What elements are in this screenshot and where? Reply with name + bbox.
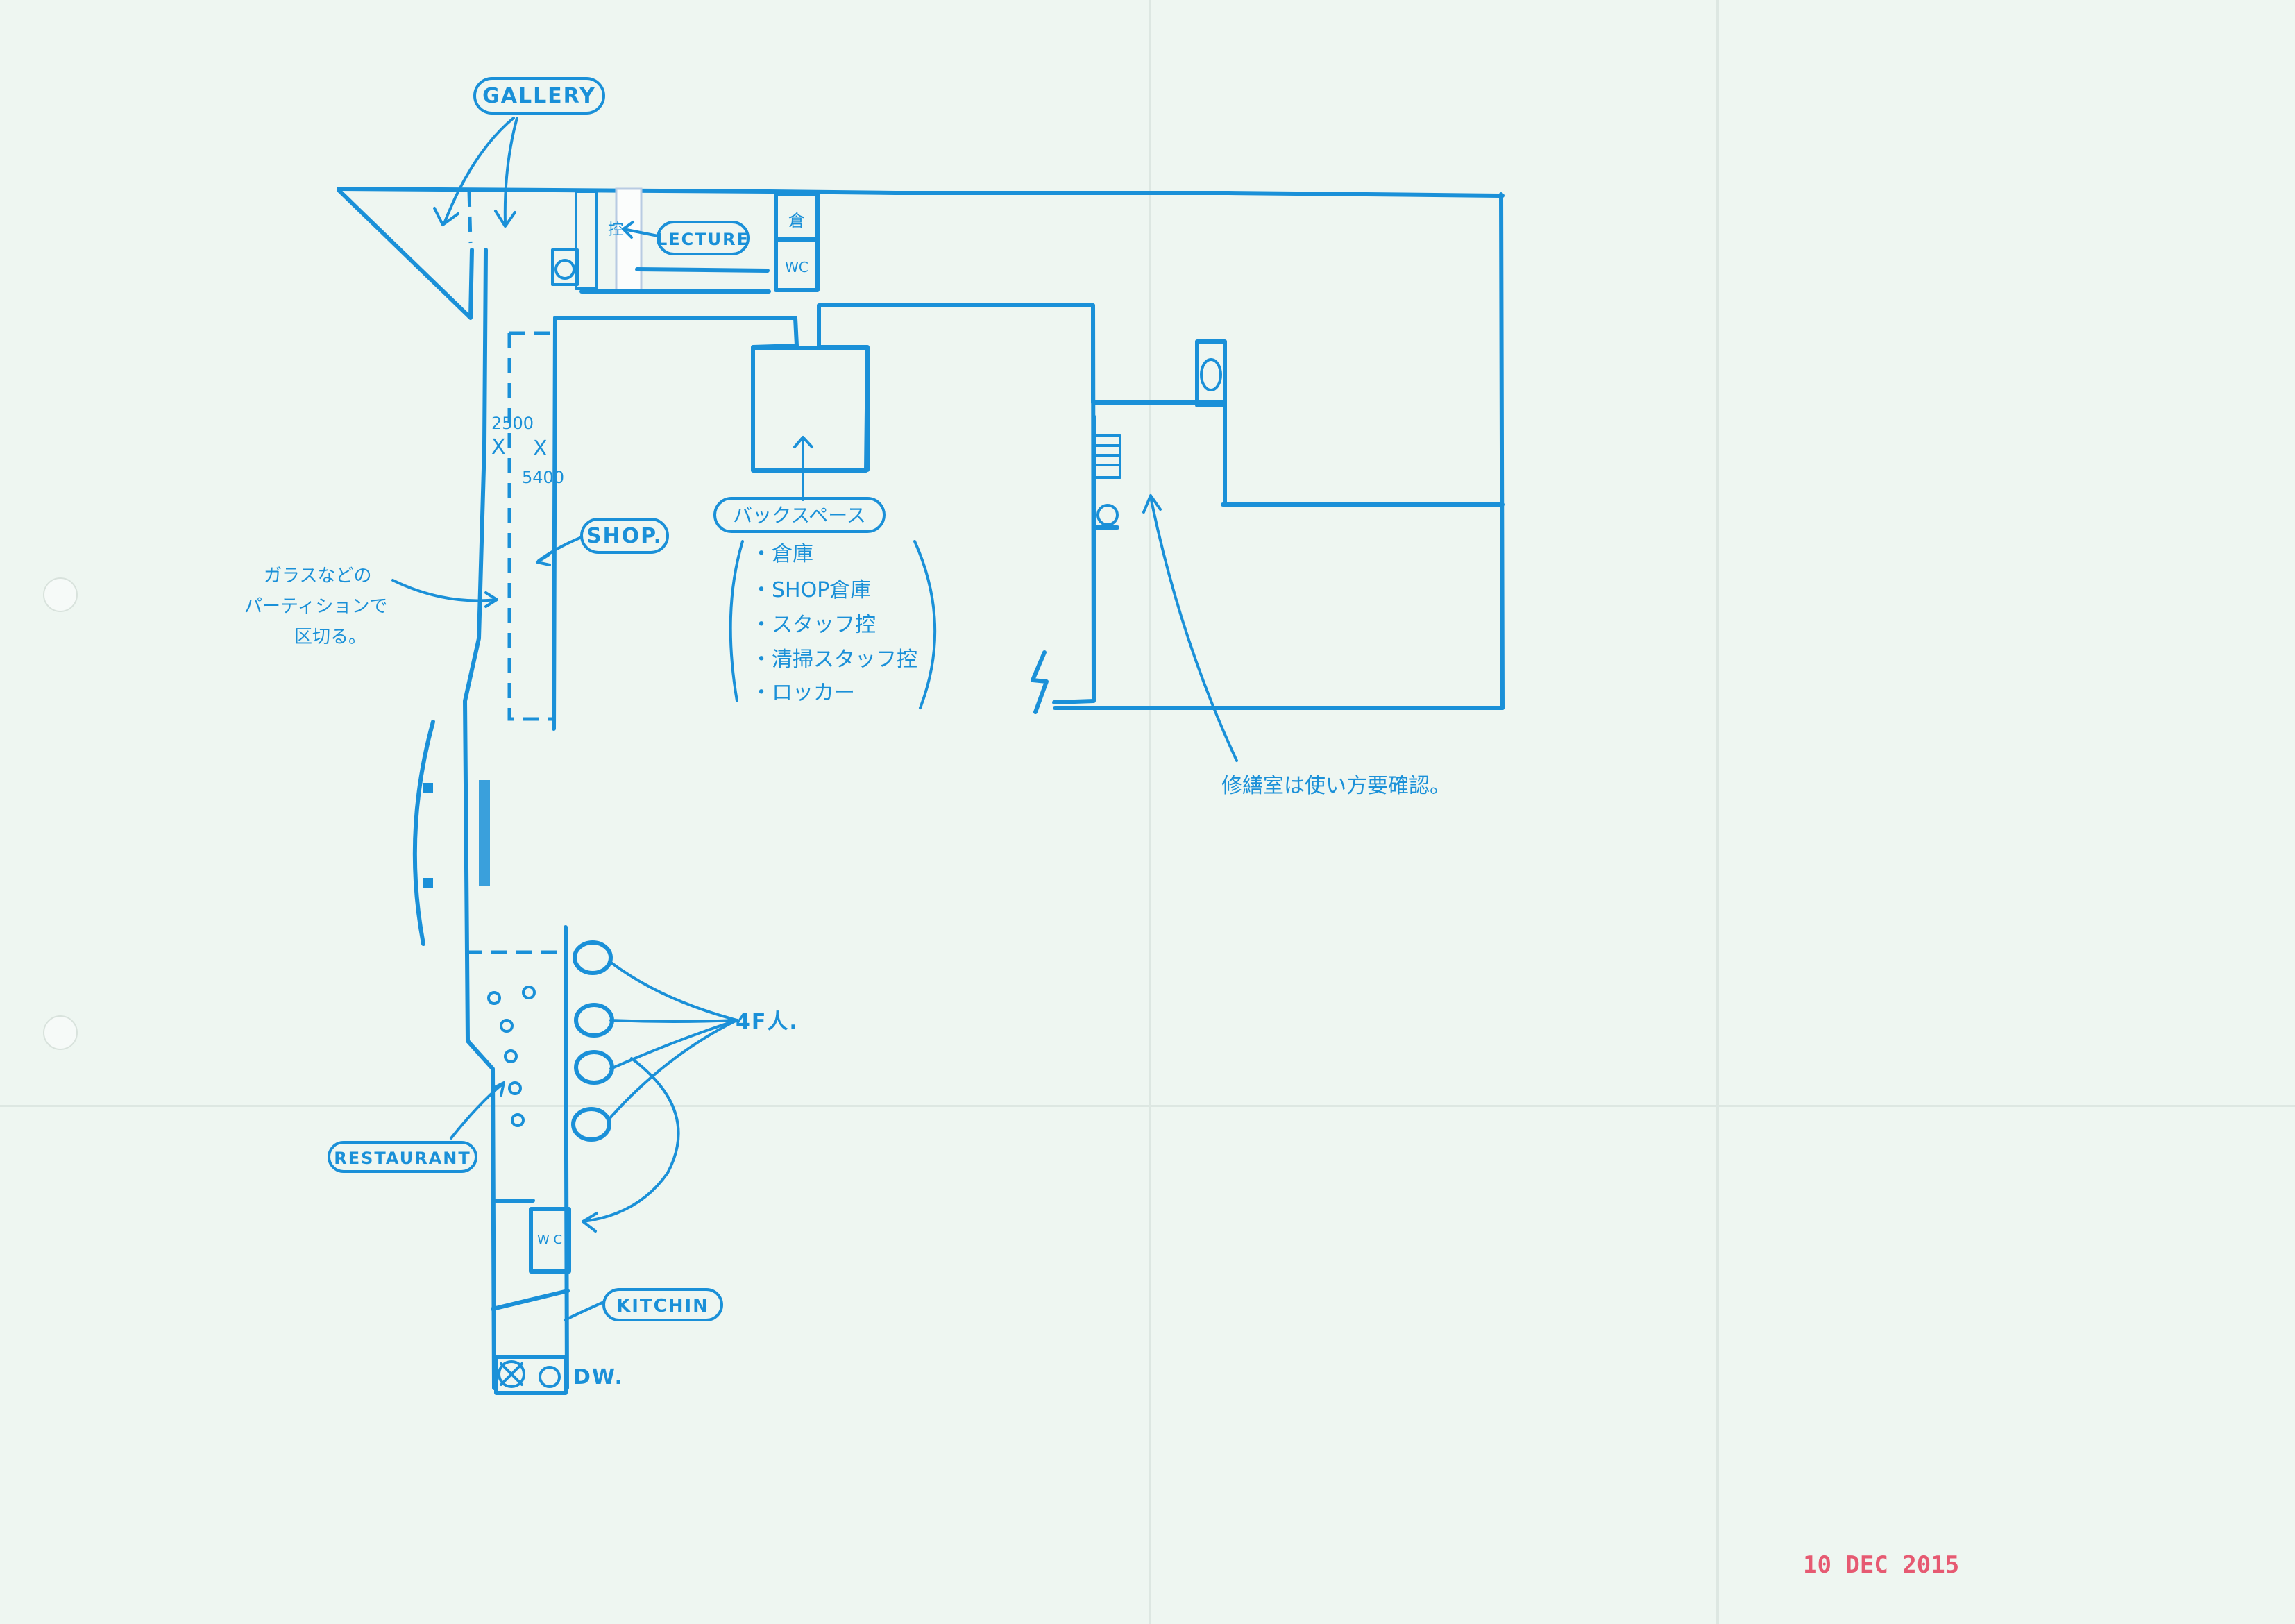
persons-group: [571, 940, 738, 1233]
punch-hole-top: [43, 577, 78, 612]
door-mark-2: [423, 878, 433, 888]
door-mark-1: [423, 783, 433, 793]
backspace-item-2: ・SHOP倉庫: [751, 578, 871, 602]
backspace-item-5: ・ロッカー: [751, 681, 855, 705]
punch-hole-bottom: [43, 1015, 78, 1050]
corridor: [463, 248, 1096, 1043]
gallery-arrow-2: [494, 117, 518, 228]
dimension-x-2: X: [533, 437, 548, 461]
label-gallery: GALLERY: [473, 77, 605, 115]
dimension-x-1: X: [491, 435, 506, 459]
label-backspace: バックスペース: [713, 497, 886, 533]
kitchen-arrow: [564, 1301, 605, 1321]
backspace-arrow: [793, 436, 813, 501]
fold-line-vertical-2: [1716, 0, 1719, 1624]
shop-arrow: [536, 536, 583, 566]
label-shop: SHOP.: [580, 518, 669, 554]
dimension-top: 2500: [491, 414, 534, 433]
entry-curve: [412, 720, 435, 946]
label-lecture: LECTURE: [657, 221, 750, 255]
restaurant-arrow: [450, 1081, 505, 1140]
repair-room-note: 修繕室は使い方要確認。: [1221, 774, 1450, 798]
backspace-label: バックスペース: [733, 504, 866, 527]
entry-wall-hatched: [479, 780, 490, 886]
lecture-label: LECTURE: [657, 230, 750, 249]
building-outline: [337, 187, 1505, 710]
restaurant-label: RESTAURANT: [334, 1149, 471, 1168]
wc-bottom-label: W C: [537, 1233, 562, 1247]
partition-note: ガラスなどの パーティションで 区切る。: [244, 566, 387, 648]
restaurant-zone: [466, 925, 571, 1395]
backspace-item-4: ・清掃スタッフ控: [751, 648, 917, 672]
backspace-item-3: ・スタッフ控: [751, 613, 876, 637]
gallery-partition-dots: [467, 191, 473, 244]
gallery-label: GALLERY: [482, 84, 596, 108]
label-kitchen: KITCHIN: [602, 1288, 723, 1321]
lecture-zone: [551, 187, 820, 294]
gallery-triangle: [337, 188, 474, 320]
persons-note: 4F人.: [736, 1010, 799, 1034]
fold-line-horizontal: [0, 1105, 2295, 1107]
lecture-arrow: [622, 221, 659, 239]
backspace-item-1: ・倉庫: [751, 542, 813, 566]
shop-dashed-partition: [507, 333, 555, 721]
partition-arrow: [391, 579, 498, 608]
control-char: 控: [608, 221, 623, 239]
backspace-list: ・倉庫 ・SHOP倉庫 ・スタッフ控 ・清掃スタッフ控 ・ロッカー: [751, 542, 917, 705]
partition-note-line-1: ガラスなどの: [264, 566, 371, 586]
kitchen-label: KITCHIN: [616, 1296, 709, 1317]
repair-arrow: [1142, 494, 1238, 762]
backspace-bracket-right: [913, 540, 937, 709]
utility-column: [1031, 339, 1227, 714]
dimension-bottom: 5400: [522, 468, 564, 487]
partition-note-line-3: 区切る。: [294, 627, 366, 648]
shop-label: SHOP.: [586, 524, 663, 548]
backspace-bracket-left: [729, 540, 744, 702]
fold-line-vertical-1: [1149, 0, 1151, 1624]
gallery-arrow-1: [433, 117, 515, 226]
label-restaurant: RESTAURANT: [328, 1141, 477, 1173]
storage-char: 倉: [788, 211, 805, 230]
partition-note-line-2: パーティションで: [244, 596, 387, 617]
dw-label: DW.: [573, 1365, 624, 1389]
date-stamp: 10 DEC 2015: [1803, 1551, 1959, 1579]
backspace-room: [751, 346, 870, 472]
wc-top-label: WC: [785, 259, 808, 276]
